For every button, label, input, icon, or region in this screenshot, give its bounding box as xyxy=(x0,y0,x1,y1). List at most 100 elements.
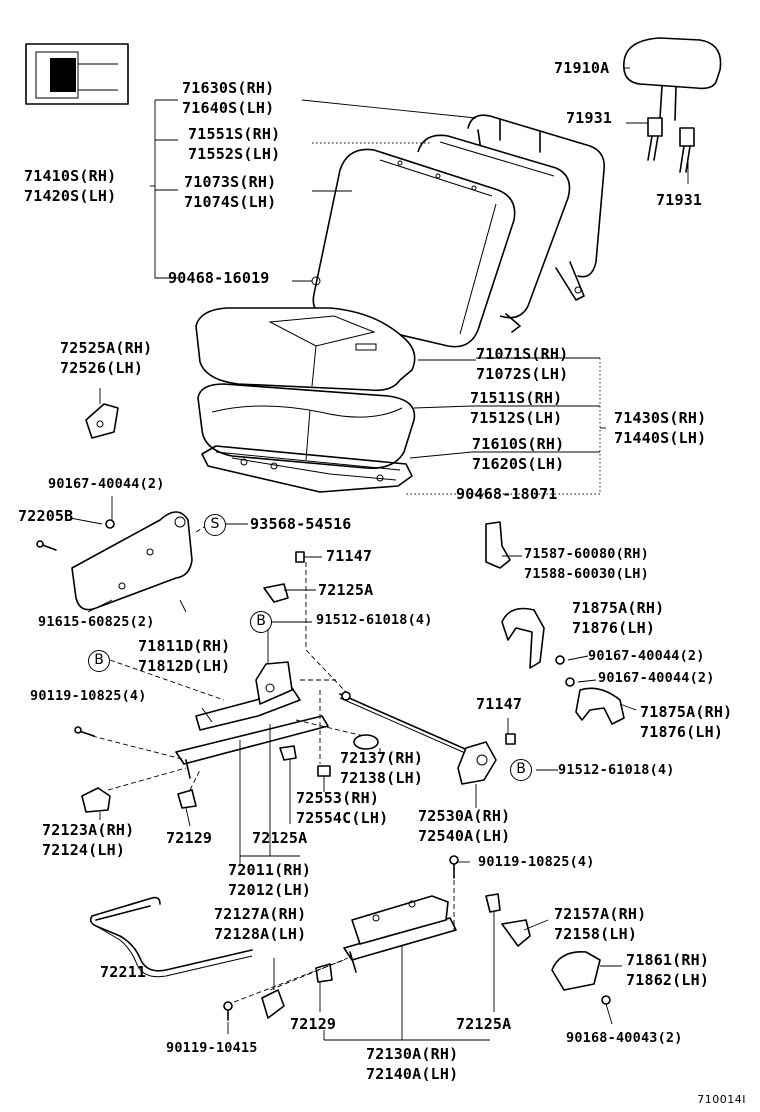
label-line: 72138(LH) xyxy=(340,769,424,787)
label-91615-60825: 91615-60825(2) xyxy=(38,612,155,632)
label-line: 90468-16019 xyxy=(168,269,270,287)
label-71931-upper: 71931 xyxy=(566,108,612,128)
label-90168-40043: 90168-40043(2) xyxy=(566,1028,683,1048)
label-72011-72012: 72011(RH) 72012(LH) xyxy=(228,860,311,900)
label-line: 72554C(LH) xyxy=(296,809,389,827)
label-line: 72553(RH) xyxy=(296,789,380,807)
label-line: 72158(LH) xyxy=(554,925,638,943)
label-line: 71071S(RH) xyxy=(476,345,569,363)
callout-b-right: B xyxy=(510,759,532,781)
label-line: 72525A(RH) xyxy=(60,339,153,357)
label-line: 71862(LH) xyxy=(626,971,710,989)
label-72205B: 72205B xyxy=(18,506,73,526)
label-line: 71812D(LH) xyxy=(138,657,231,675)
label-line: 72540A(LH) xyxy=(418,827,511,845)
spacer-drawing-72129-b xyxy=(315,963,333,983)
label-line: 90167-40044(2) xyxy=(48,476,165,492)
label-line: 71511S(RH) xyxy=(470,389,563,407)
label-line: 72125A xyxy=(318,581,374,599)
label-line: 71420S(LH) xyxy=(24,187,117,205)
label-line: 72123A(RH) xyxy=(42,821,135,839)
label-71073S-71074S: 71073S(RH) 71074S(LH) xyxy=(184,172,276,212)
label-72530A-72540A: 72530A(RH) 72540A(LH) xyxy=(418,806,510,846)
callout-b-upper: B xyxy=(250,611,272,633)
label-72129-upper: 72129 xyxy=(166,828,212,848)
seat-side-trim-drawing xyxy=(85,403,119,439)
callout-s: S xyxy=(204,514,226,536)
label-line: 91512-61018(4) xyxy=(558,762,675,778)
seat-cushion-pad-drawing xyxy=(197,383,416,469)
label-line: 72130A(RH) xyxy=(366,1045,459,1063)
spacer-drawing-72129-a xyxy=(177,789,197,809)
label-line: 91512-61018(4) xyxy=(316,612,433,628)
label-line: 71910A xyxy=(554,59,610,77)
label-line: 90468-18071 xyxy=(456,485,558,503)
clip-drawing-72125a-c xyxy=(485,893,501,913)
label-93568-54516: 93568-54516 xyxy=(250,514,352,534)
label-91512-61018-upper: 91512-61018(4) xyxy=(316,610,433,630)
label-line: 90119-10825(4) xyxy=(478,854,595,870)
label-line: 90119-10825(4) xyxy=(30,688,147,704)
bolt-drawing-90167-b xyxy=(555,655,565,665)
label-71910A: 71910A xyxy=(554,58,609,78)
label-line: 71073S(RH) xyxy=(184,173,277,191)
cap-drawing-72137 xyxy=(353,734,379,750)
label-71610S-71620S: 71610S(RH)71620S(LH) xyxy=(472,434,564,474)
label-line: 71610S(RH) xyxy=(472,435,565,453)
handle-drawing-72211 xyxy=(89,896,253,978)
cover-drawing-72157a xyxy=(501,919,531,947)
label-line: 71074S(LH) xyxy=(184,193,277,211)
label-line: 71551S(RH) xyxy=(188,125,281,143)
label-line: 71552S(LH) xyxy=(188,145,281,163)
label-line: 72530A(RH) xyxy=(418,807,511,825)
connecting-rod-drawing xyxy=(339,691,473,757)
label-71630S-71640S: 71630S(RH)71640S(LH) xyxy=(182,78,274,118)
label-90167-40044-lower: 90167-40044(2) xyxy=(598,668,715,688)
label-line: 72011(RH) xyxy=(228,861,312,879)
label-line: 71811D(RH) xyxy=(138,637,231,655)
seat-adjuster-lower-drawing xyxy=(343,895,457,973)
label-71147-upper: 71147 xyxy=(326,546,372,566)
label-line: 72128A(LH) xyxy=(214,925,307,943)
screw-drawing-90168 xyxy=(601,995,611,1005)
label-line: 71861(RH) xyxy=(626,951,710,969)
label-71551S-71552S: 71551S(RH) 71552S(LH) xyxy=(188,124,280,164)
label-71875A-71876-upper: 71875A(RH)71876(LH) xyxy=(572,598,664,638)
bolt-drawing-90119-10415 xyxy=(223,1001,233,1021)
label-90468-16019: 90468-16019 xyxy=(168,268,270,288)
headrest-guide-right-drawing xyxy=(679,127,695,173)
label-line: 71630S(RH) xyxy=(182,79,275,97)
recliner-cover-lower-drawing xyxy=(575,687,625,725)
label-line: 72205B xyxy=(18,507,74,525)
label-72125A-lower: 72125A xyxy=(456,1014,511,1034)
label-line: 91615-60825(2) xyxy=(38,614,155,630)
label-72130A-72140A: 72130A(RH)72140A(LH) xyxy=(366,1044,458,1084)
label-72123A-72124: 72123A(RH) 72124(LH) xyxy=(42,820,134,860)
label-line: 90119-10415 xyxy=(166,1040,258,1056)
headrest-drawing xyxy=(623,37,722,121)
label-line: 71876(LH) xyxy=(640,723,724,741)
leader-lines xyxy=(69,67,689,1041)
label-90119-10825-lower: 90119-10825(4) xyxy=(478,852,595,872)
cover-drawing-72553 xyxy=(317,765,331,777)
cover-drawing-71861 xyxy=(551,951,601,991)
label-line: 72124(LH) xyxy=(42,841,126,859)
label-line: 72526(LH) xyxy=(60,359,144,377)
label-line: 71931 xyxy=(566,109,613,127)
recliner-drawing-72530 xyxy=(457,741,497,785)
label-91512-61018-lower: 91512-61018(4) xyxy=(558,760,675,780)
label-line: 71875A(RH) xyxy=(572,599,665,617)
label-71587-71588: 71587-60080(RH)71588-60030(LH) xyxy=(524,544,649,584)
label-line: 72012(LH) xyxy=(228,881,312,899)
label-line: 72157A(RH) xyxy=(554,905,647,923)
seat-cushion-cover-drawing xyxy=(195,307,416,392)
label-71811D-71812D: 71811D(RH) 71812D(LH) xyxy=(138,636,230,676)
label-line: 71147 xyxy=(326,547,373,565)
clip-drawing-72125a-b xyxy=(279,745,297,761)
label-line: 93568-54516 xyxy=(250,515,352,533)
label-line: 72127A(RH) xyxy=(214,905,307,923)
label-line: 71588-60030(LH) xyxy=(524,566,649,582)
label-line: 71072S(LH) xyxy=(476,365,569,383)
bolt-drawing-90167-c xyxy=(565,677,575,687)
label-90119-10825-upper: 90119-10825(4) xyxy=(30,686,147,706)
